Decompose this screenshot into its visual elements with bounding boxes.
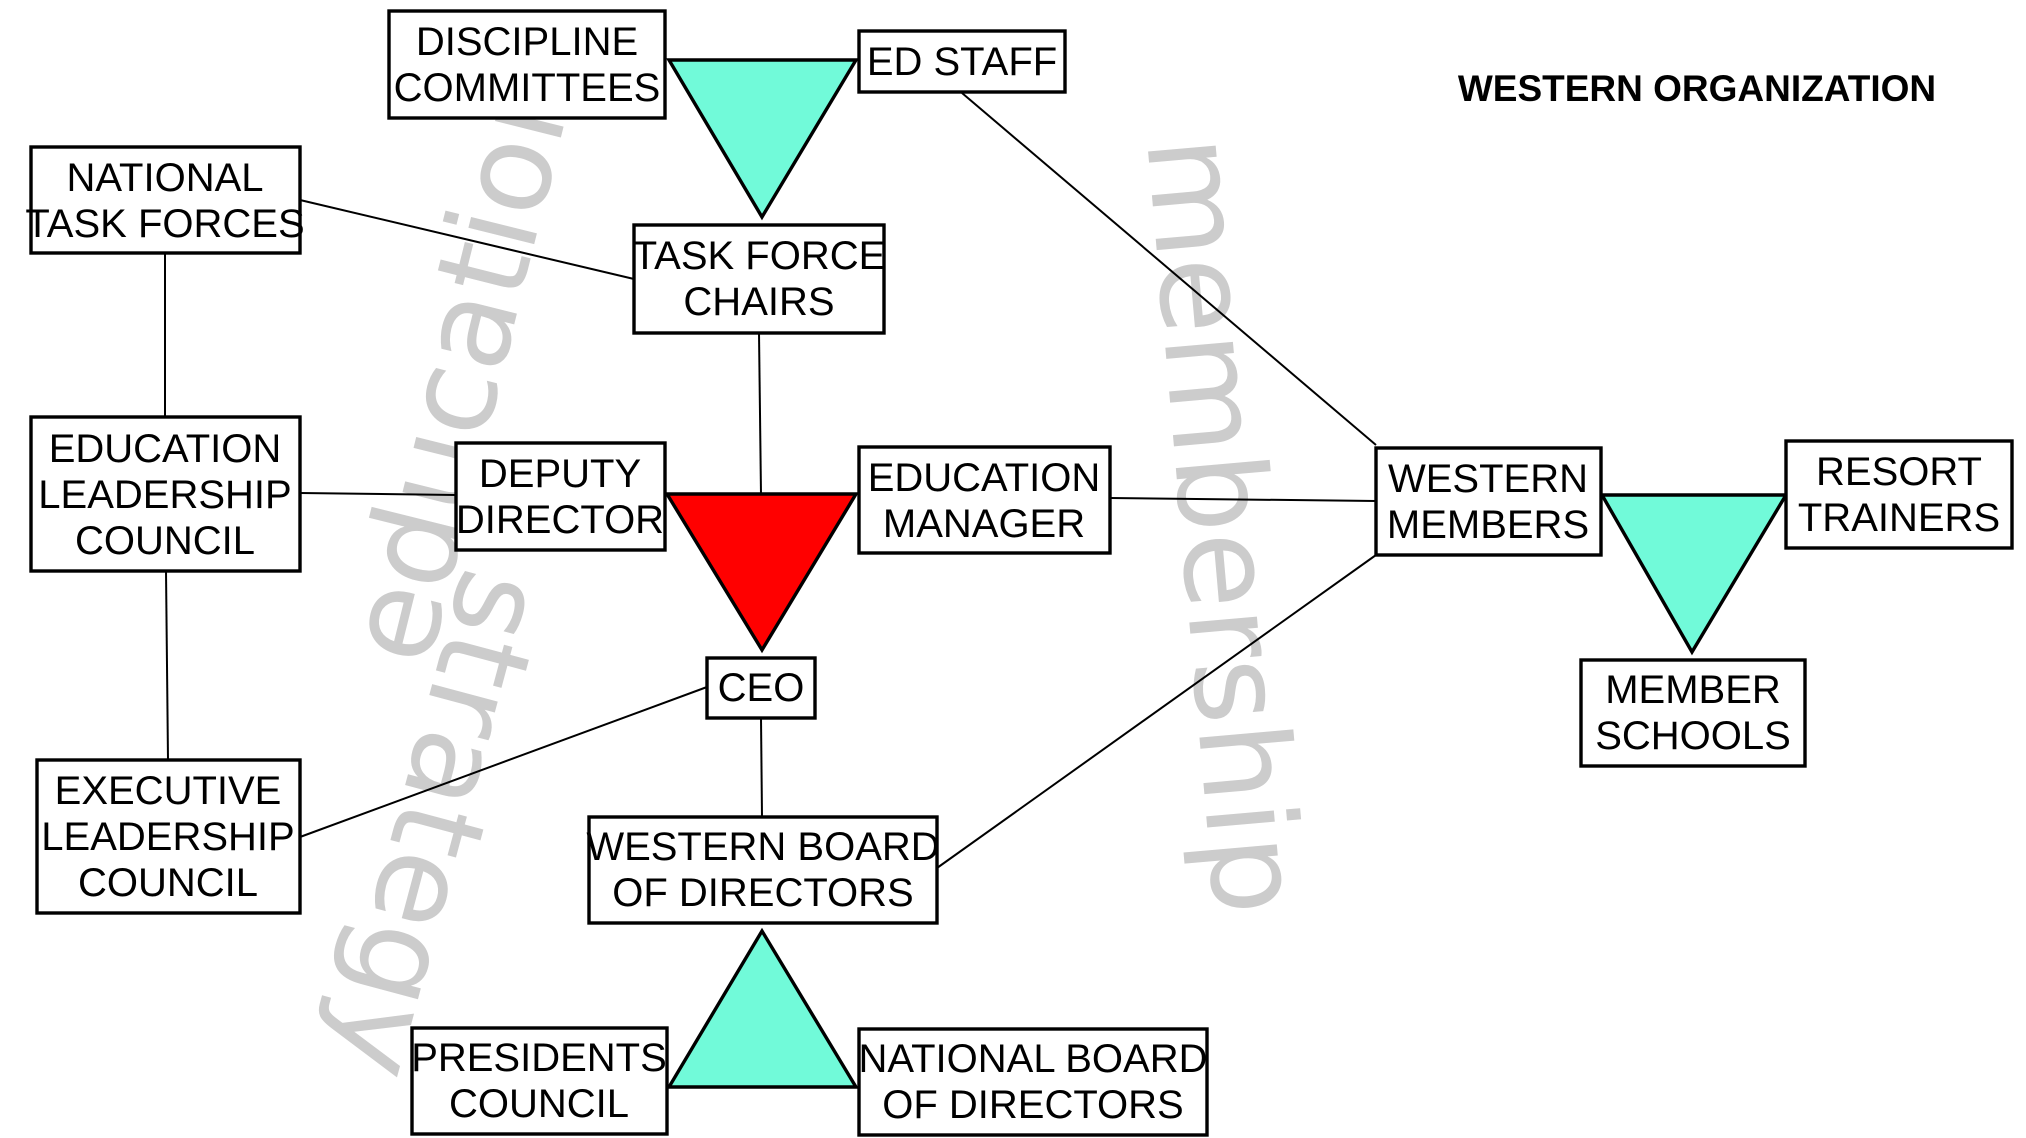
edge-national-task-forces-to-task-force-chairs	[299, 199, 635, 280]
diagram-title: WESTERN ORGANIZATION	[1458, 68, 1936, 109]
node-western-board-of-directors: WESTERN BOARD OF DIRECTORS	[586, 815, 940, 925]
node-label-line: ED STAFF	[867, 40, 1057, 84]
node-label-line: EXECUTIVE	[55, 769, 282, 813]
node-label-line: OF DIRECTORS	[612, 871, 914, 915]
node-national-task-forces: NATIONAL TASK FORCES	[25, 145, 305, 255]
node-executive-leadership-council: EXECUTIVE LEADERSHIP COUNCIL	[35, 758, 302, 915]
node-label-line: RESORT	[1816, 450, 1982, 494]
node-label-line: DISCIPLINE	[416, 20, 638, 64]
node-label-line: TRAINERS	[1798, 496, 2000, 540]
node-label-line: TASK FORCE	[633, 234, 886, 278]
node-label-line: LEADERSHIP	[41, 815, 294, 859]
members-group-triangle	[1599, 493, 1789, 656]
connector-lines	[164, 92, 1377, 869]
node-label-line: COUNCIL	[78, 861, 258, 905]
node-label-line: TASK FORCES	[25, 202, 304, 246]
node-label-line: OF DIRECTORS	[882, 1083, 1184, 1127]
node-label-line: NATIONAL BOARD	[859, 1037, 1208, 1081]
board-group-triangle	[666, 927, 860, 1089]
node-national-board-of-directors: NATIONAL BOARD OF DIRECTORS	[857, 1027, 1209, 1137]
node-label-line: MEMBERS	[1387, 503, 1589, 547]
node-ceo: CEO	[705, 656, 817, 720]
node-discipline-committees: DISCIPLINE COMMITTEES	[387, 9, 667, 120]
node-label-line: MANAGER	[883, 502, 1085, 546]
node-western-members: WESTERN MEMBERS	[1374, 446, 1603, 557]
edge-education-leadership-council-to-executive-leadership-council	[165, 570, 169, 761]
node-label-line: EDUCATION	[49, 427, 282, 471]
node-presidents-council: PRESIDENTS COUNCIL	[410, 1026, 669, 1136]
node-member-schools: MEMBER SCHOOLS	[1579, 658, 1807, 768]
node-task-force-chairs: TASK FORCE CHAIRS	[632, 223, 886, 335]
edge-education-manager-to-western-members	[1109, 497, 1377, 502]
node-label-line: WESTERN	[1388, 457, 1588, 501]
edge-western-board-to-western-members	[936, 554, 1377, 869]
node-label-line: COMMITTEES	[394, 66, 661, 110]
node-deputy-director: DEPUTY DIRECTOR	[454, 441, 667, 552]
edge-education-leadership-council-to-deputy-director	[299, 492, 457, 496]
edge-ceo-to-western-board	[760, 717, 763, 818]
node-label-line: CEO	[718, 666, 805, 710]
watermark-membership: membership	[1117, 130, 1328, 920]
node-resort-trainers: RESORT TRAINERS	[1784, 439, 2014, 550]
edge-executive-leadership-council-to-ceo	[299, 686, 708, 838]
ceo-hub-triangle	[663, 492, 860, 654]
edge-ed-staff-to-western-members	[961, 92, 1377, 446]
edge-task-force-chairs-to-hub	[758, 332, 762, 496]
node-education-leadership-council: EDUCATION LEADERSHIP COUNCIL	[29, 415, 302, 573]
node-ed-staff: ED STAFF	[857, 29, 1067, 94]
node-label-line: SCHOOLS	[1595, 714, 1791, 758]
node-label-line: CHAIRS	[683, 280, 834, 324]
node-label-line: NATIONAL	[66, 156, 263, 200]
node-label-line: EDUCATION	[868, 456, 1101, 500]
node-label-line: LEADERSHIP	[38, 473, 291, 517]
node-education-manager: EDUCATION MANAGER	[857, 445, 1112, 555]
node-label-line: MEMBER	[1605, 668, 1781, 712]
node-label-line: DEPUTY	[479, 452, 641, 496]
node-label-line: DIRECTOR	[456, 498, 664, 542]
node-label-line: COUNCIL	[75, 519, 255, 563]
node-label-line: WESTERN BOARD	[586, 825, 939, 869]
node-label-line: PRESIDENTS	[411, 1036, 667, 1080]
discipline-group-triangle	[666, 58, 859, 221]
node-label-line: COUNCIL	[449, 1082, 629, 1126]
